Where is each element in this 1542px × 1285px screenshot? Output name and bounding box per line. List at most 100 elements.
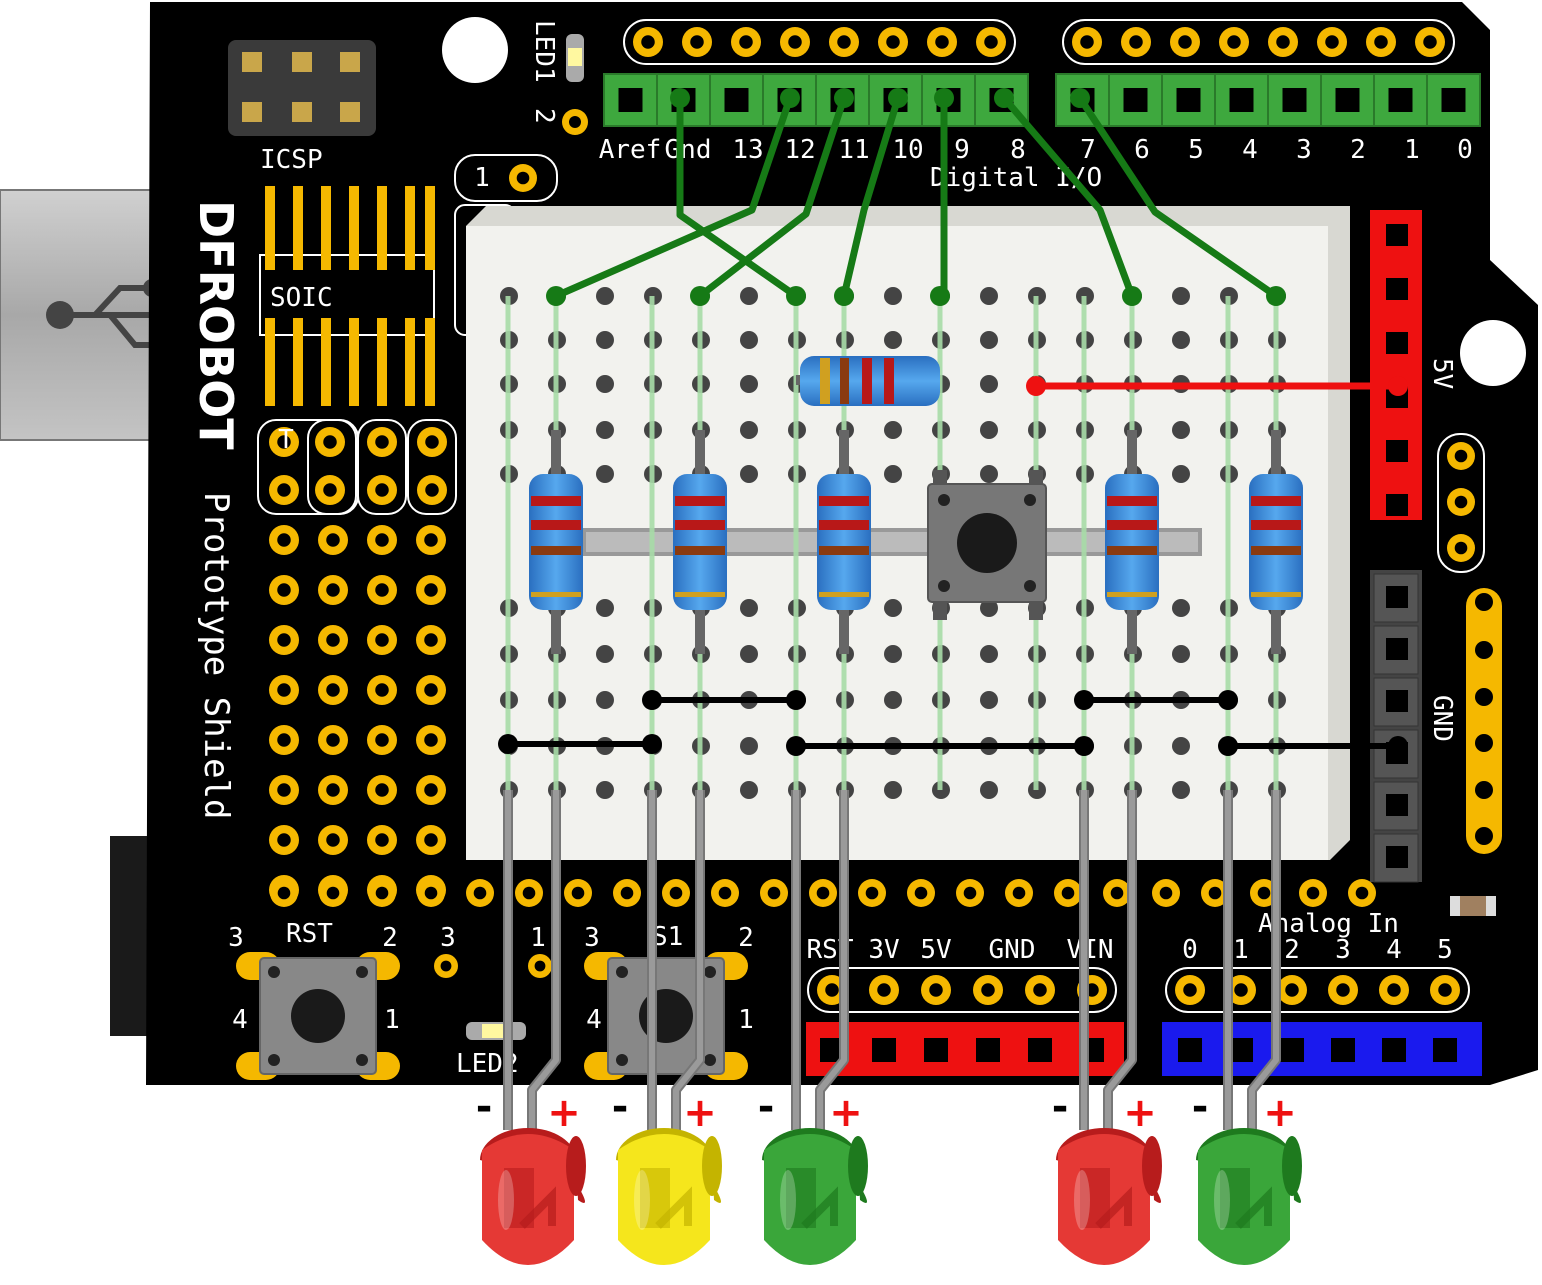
pad-hole	[473, 886, 487, 900]
breadboard-hole	[1172, 421, 1190, 439]
green-wire	[1076, 94, 1280, 300]
pad-hole	[1355, 886, 1369, 900]
five-volt-header	[1370, 210, 1422, 520]
pad-hole	[984, 35, 998, 49]
breadboard-hole	[1172, 737, 1190, 755]
pad-hole	[981, 983, 995, 997]
right-pads	[1437, 433, 1502, 854]
pad-hole	[1438, 983, 1452, 997]
button-rivet	[268, 966, 280, 978]
pad-hole	[1061, 886, 1075, 900]
digital-pin-label: 1	[1404, 135, 1420, 165]
digital-pin-label: 6	[1134, 135, 1150, 165]
wire-end	[934, 88, 954, 108]
digital-pin-label: 8	[1010, 135, 1026, 165]
resistor-band	[1251, 592, 1301, 597]
pad-hole	[825, 983, 839, 997]
breadboard-hole	[596, 691, 614, 709]
breadboard-hole	[980, 421, 998, 439]
resistor-band	[819, 592, 869, 597]
header-socket	[1028, 1038, 1052, 1062]
pad-hole	[837, 35, 851, 49]
soic-lead	[405, 318, 415, 406]
breadboard-hole	[980, 331, 998, 349]
resistor-band	[819, 546, 869, 555]
header-socket	[924, 1038, 948, 1062]
wire-end	[642, 734, 662, 754]
pad-hole	[326, 886, 340, 900]
resistor-band	[1107, 520, 1157, 530]
pad-hole	[1475, 734, 1493, 752]
pad-hole	[1475, 781, 1493, 799]
mounting-hole	[442, 17, 508, 83]
resistor-body	[1249, 474, 1303, 610]
pad-hole	[1080, 35, 1094, 49]
soic-footprint	[259, 186, 435, 406]
breadboard-hole	[884, 599, 902, 617]
breadboard-hole	[740, 737, 758, 755]
resistor-band	[1107, 592, 1157, 597]
pad-hole	[277, 633, 291, 647]
wire-end	[670, 88, 690, 108]
resistor-band	[531, 592, 581, 597]
header-socket	[618, 88, 643, 112]
header-body	[1162, 1022, 1482, 1076]
header-socket	[1335, 88, 1360, 112]
pad-hole	[1234, 983, 1248, 997]
pad-hole	[1454, 449, 1468, 463]
pad-hole	[620, 886, 634, 900]
header-socket	[1386, 846, 1408, 868]
pad-hole	[1129, 35, 1143, 49]
digital-pin-label: 7	[1080, 135, 1096, 165]
brand-logo: DFROBOT	[189, 200, 243, 450]
wire-end	[1218, 736, 1238, 756]
jumper-wires	[498, 88, 1408, 1130]
header-outline	[1165, 967, 1470, 1013]
green-wire	[696, 94, 848, 300]
soic-lead	[349, 318, 359, 406]
five-volt-label: 5V	[1427, 358, 1457, 389]
pad-hole	[425, 483, 439, 497]
breadboard-hole	[596, 465, 614, 483]
wire-end	[1388, 376, 1408, 396]
button-rivet	[268, 1054, 280, 1066]
soic-lead	[425, 186, 435, 270]
resistor-band	[819, 520, 869, 530]
pad-hole	[424, 833, 438, 847]
pad-hole	[277, 435, 291, 449]
pad-hole	[375, 783, 389, 797]
header-outline	[407, 419, 457, 515]
pad-hole	[1178, 35, 1192, 49]
pad-hole	[718, 886, 732, 900]
soic-lead	[265, 318, 275, 406]
pad-hole	[1454, 495, 1468, 509]
breadboard-hole	[740, 781, 758, 799]
breadboard-hole	[1172, 645, 1190, 663]
breadboard-hole	[740, 465, 758, 483]
pad-hole	[739, 35, 753, 49]
wire-end	[834, 286, 854, 306]
green-wire	[840, 94, 902, 300]
pin-number: 4	[232, 1005, 248, 1035]
wire-end	[690, 286, 710, 306]
wire-end	[1070, 88, 1090, 108]
resistor-body	[1105, 474, 1159, 610]
header-body	[1370, 210, 1422, 520]
board-name: Prototype Shield	[196, 492, 236, 820]
icsp-pin	[340, 52, 360, 72]
pad-hole	[1110, 886, 1124, 900]
breadboard-hole	[596, 645, 614, 663]
led-rim	[848, 1136, 868, 1196]
wire-end	[1026, 376, 1046, 396]
pad-hole	[326, 783, 340, 797]
digital-pin-label: Aref	[599, 135, 662, 165]
plus-sign: +	[1123, 1090, 1157, 1136]
pad-hole	[816, 886, 830, 900]
power-headers	[806, 967, 1124, 1076]
led-rim	[1282, 1136, 1302, 1196]
rst-button-label: RST	[286, 919, 333, 949]
minus-sign: -	[476, 1084, 493, 1130]
header-socket	[1386, 494, 1408, 516]
icsp-pin	[340, 102, 360, 122]
pad-hole	[326, 583, 340, 597]
